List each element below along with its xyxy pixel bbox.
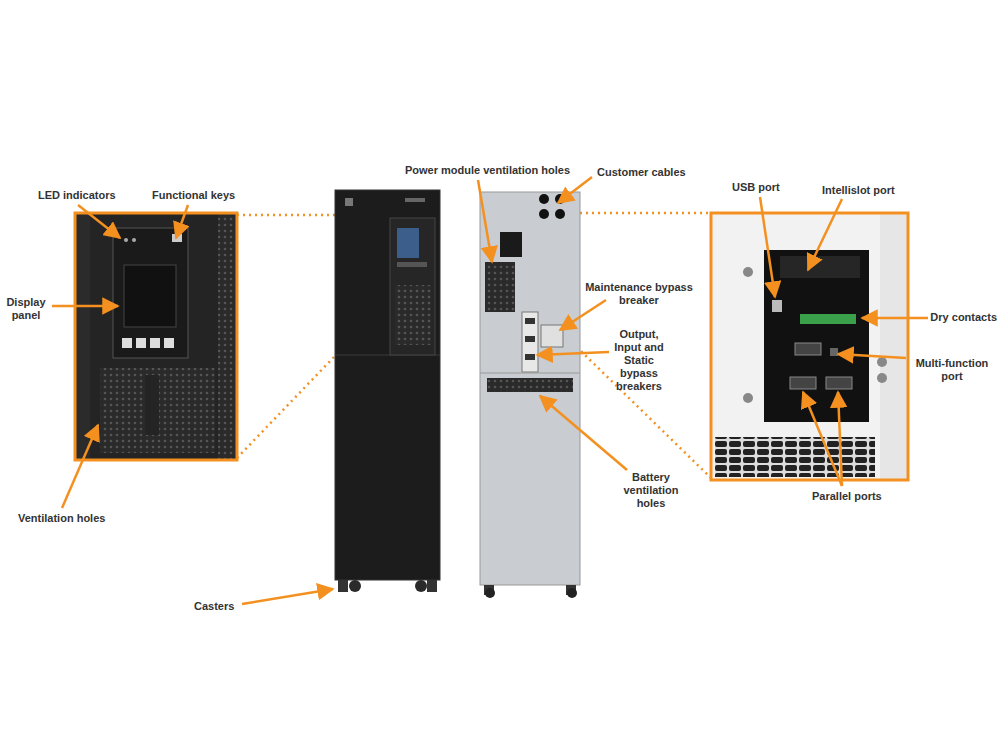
callout-label: Customer cables [597,166,686,179]
front-panel-inset [75,213,237,460]
callout-label: Dry contacts [930,311,997,324]
callout-label: Intellislot port [822,184,895,197]
callout-label: Ventilation holes [18,512,105,525]
callout-label: Functional keys [152,189,235,202]
callout-label: Output, Input and Static bypass breakers [608,328,670,393]
callout-label: Maintenance bypass breaker [584,281,694,307]
leader-lines [52,177,928,604]
callout-label: Battery ventilation holes [616,471,686,510]
front-cabinet [335,190,440,592]
callout-label: Parallel ports [812,490,882,503]
callout-label: Display panel [2,296,50,322]
rear-cabinet [480,192,580,598]
callout-label: Multi-function port [909,357,995,383]
callout-label: Casters [194,600,234,613]
callout-label: USB port [732,181,780,194]
callout-label: LED indicators [38,189,116,202]
callout-label: Power module ventilation holes [405,164,570,177]
rear-ports-inset [711,213,908,480]
